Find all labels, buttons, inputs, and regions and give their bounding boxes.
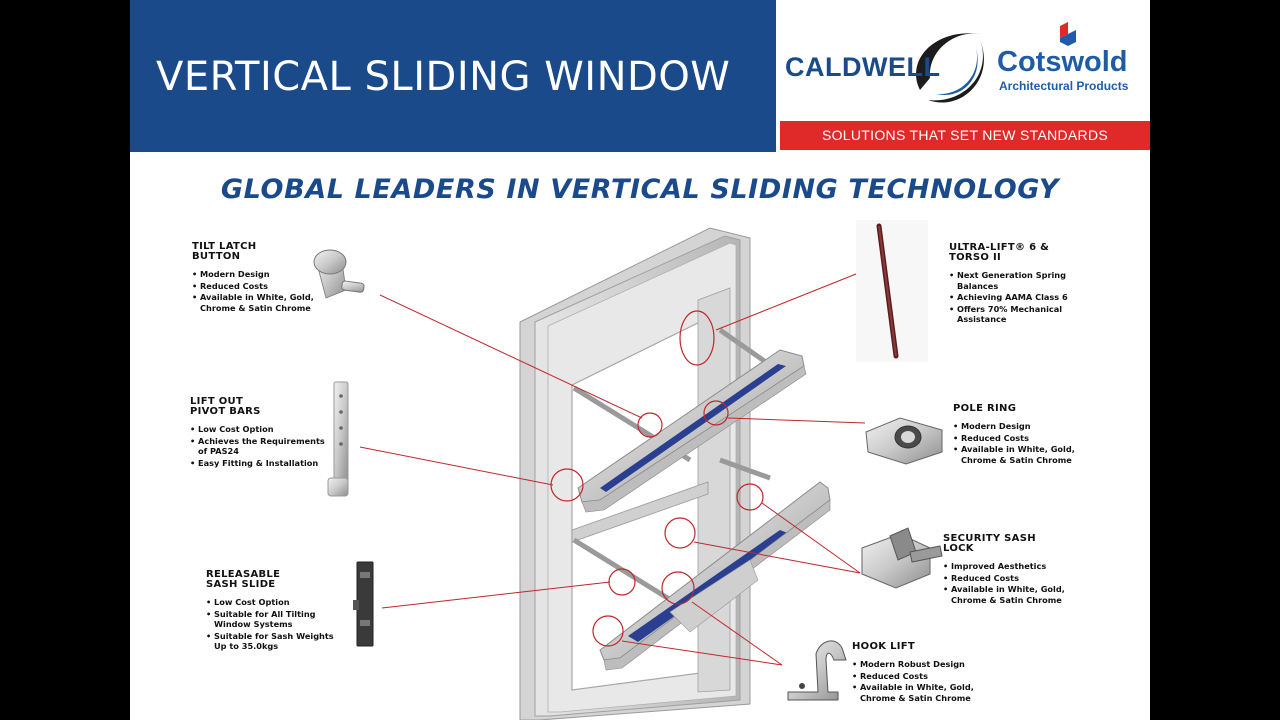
slide: VERTICAL SLIDING WINDOW CALDWELL Cotswol… (130, 0, 1150, 720)
feature-bullets: Improved Aesthetics Reduced Costs Availa… (943, 561, 1065, 605)
lower-sash (599, 481, 831, 671)
callout-lines (359, 261, 887, 666)
tagline-bar: SOLUTIONS THAT SET NEW STANDARDS (780, 121, 1150, 150)
list-item: Easy Fitting & Installation (190, 458, 325, 469)
list-item: Available in White, Gold,Chrome & Satin … (943, 584, 1065, 605)
page-title: VERTICAL SLIDING WINDOW (156, 54, 731, 100)
feature-title: ULTRA-LIFT® 6 &TORSO II (949, 242, 1050, 263)
spring-balance-image (856, 220, 928, 362)
list-item: Reduced Costs (953, 433, 1075, 444)
callout-circles (550, 310, 764, 647)
cotswold-logo-text: Cotswold (997, 46, 1128, 78)
feature-hook-lift: HOOK LIFT Modern Robust Design Reduced C… (852, 642, 974, 704)
feature-bullets: Low Cost Option Achieves the Requirement… (190, 424, 325, 468)
feature-bullets: Modern Robust Design Reduced Costs Avail… (852, 659, 974, 703)
subtitle: GLOBAL LEADERS IN VERTICAL SLIDING TECHN… (220, 174, 1060, 205)
window-diagram (313, 220, 943, 720)
hook-lift-image (787, 640, 847, 701)
list-item: Achieving AAMA Class 6 (949, 292, 1068, 303)
caldwell-logo-text: CALDWELL (785, 52, 941, 82)
pivot-bar-image (327, 381, 349, 497)
feature-bullets: Modern Design Reduced Costs Available in… (192, 269, 314, 313)
feature-title: POLE RING (953, 403, 1017, 414)
feature-pole-ring: POLE RING Modern Design Reduced Costs Av… (953, 404, 1075, 466)
list-item: Available in White, Gold,Chrome & Satin … (192, 292, 314, 313)
feature-bullets: Modern Design Reduced Costs Available in… (953, 421, 1075, 465)
list-item: Reduced Costs (192, 281, 314, 292)
list-item: Reduced Costs (852, 671, 974, 682)
list-item: Improved Aesthetics (943, 561, 1065, 572)
list-item: Available in White, Gold,Chrome & Satin … (852, 682, 974, 703)
feature-bullets: Low Cost Option Suitable for All Tilting… (206, 597, 334, 652)
sash-slide-image (353, 561, 374, 647)
list-item: Modern Robust Design (852, 659, 974, 670)
list-item: Reduced Costs (943, 573, 1065, 584)
list-item: Low Cost Option (206, 597, 334, 608)
feature-title: HOOK LIFT (852, 641, 916, 652)
list-item: Modern Design (192, 269, 314, 280)
upper-sash (577, 349, 807, 513)
tilt-latch-button-image (313, 249, 365, 299)
list-item: Available in White, Gold,Chrome & Satin … (953, 444, 1075, 465)
cotswold-logo-subtitle: Architectural Products (999, 79, 1129, 93)
security-lock-image (861, 527, 943, 589)
title-banner: VERTICAL SLIDING WINDOW (130, 0, 776, 152)
list-item: Low Cost Option (190, 424, 325, 435)
list-item: Modern Design (953, 421, 1075, 432)
feature-ultra-lift: ULTRA-LIFT® 6 &TORSO II Next Generation … (949, 243, 1068, 326)
logo-area: CALDWELL Cotswold Architectural Products… (776, 0, 1150, 152)
cotswold-mark-icon (1060, 22, 1076, 46)
pole-ring-image (865, 417, 943, 465)
caldwell-swoosh-logo (916, 33, 984, 103)
